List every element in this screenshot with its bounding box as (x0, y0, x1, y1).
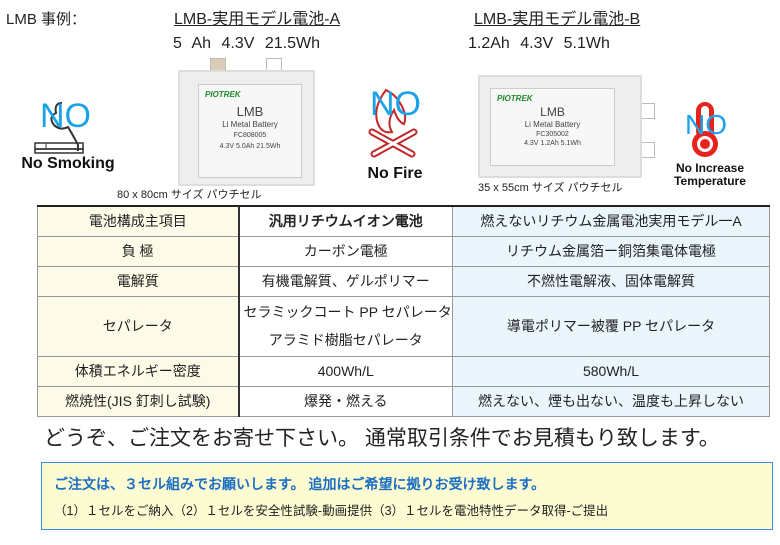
no-smoking-label: No Smoking (21, 155, 115, 172)
table-cell: 400Wh/L (237, 355, 453, 387)
brand-logo: PIOTREK (497, 94, 533, 103)
table-cell: 爆発・燃える (237, 385, 453, 417)
thermometer-icon (692, 102, 718, 157)
cell-b-spec: 1.2Ah 4.3V 5.1Wh (468, 35, 610, 52)
table-cell: 導電ポリマー被覆 PP セパレータ (452, 295, 770, 357)
table-cell: 有機電解質、ゲルポリマー (237, 265, 453, 297)
note-items: （1）１セルをご納入（2）１セルを安全性試験-動画提供（3）１セルを電池特性デー… (54, 504, 609, 518)
cell-sub: Li Metal Battery (222, 120, 278, 130)
table-row: 電池構成主項目汎用リチウムイオン電池燃えないリチウム金属電池実用モデル一A (37, 205, 770, 237)
cell-name: LMB (540, 105, 565, 120)
cell-a-spec: 5 Ah 4.3V 21.5Wh (173, 35, 320, 52)
table-row: 電解質有機電解質、ゲルポリマー不燃性電解液、固体電解質 (37, 265, 770, 297)
table-cell: 580Wh/L (452, 355, 770, 387)
table-cell: リチウム金属箔ー銅箔集電体電極 (452, 235, 770, 267)
cell-name: LMB (236, 104, 264, 120)
cell-code: FC808005 (233, 132, 267, 140)
cell-code: FC305002 (536, 131, 569, 139)
smoke-cigarette-icon (34, 102, 84, 154)
table-cell: セパレータ (37, 295, 239, 357)
cell-b-title: LMB-実用モデル電池-B (474, 11, 641, 28)
cell-b-caption: 35 x 55cm サイズ パウチセル (478, 182, 623, 194)
table-cell: 体積エネルギー密度 (37, 355, 239, 387)
cell-a-title: LMB-実用モデル電池-A (174, 11, 341, 28)
table-cell: 電池構成主項目 (37, 205, 239, 237)
no-overlay: NO (685, 109, 727, 140)
table-row: 燃焼性(JIS 釘刺し試験)爆発・燃える燃えない、煙も出ない、温度も上昇しない (37, 385, 770, 417)
section-label: LMB 事例： (6, 11, 87, 28)
table-row: セパレータセラミックコート PP セパレータアラミド樹脂セパレータ導電ポリマー被… (37, 295, 770, 357)
no-overlay: NO (370, 85, 421, 123)
cell-a-caption: 80 x 80cm サイズ パウチセル (117, 189, 262, 201)
no-overlay: NO (40, 97, 91, 135)
fire-icon (368, 88, 418, 158)
no-fire-label: No Fire (367, 165, 423, 182)
separator-line1: セラミックコート PP セパレータ (243, 304, 452, 320)
no-temperature-label: No Increase Temperature (674, 161, 746, 189)
table-cell: 負 極 (37, 235, 239, 267)
table-cell: セラミックコート PP セパレータアラミド樹脂セパレータ (237, 295, 453, 357)
table-row: 負 極カーボン電極リチウム金属箔ー銅箔集電体電極 (37, 235, 770, 267)
cell-sub: Li Metal Battery (524, 119, 581, 129)
table-cell: カーボン電極 (237, 235, 453, 267)
order-note-box: ご注文は、３セル組みでお願いします。 追加はご希望に拠りお受け致します。 （1）… (41, 462, 773, 530)
note-title: ご注文は、３セル組みでお願いします。 追加はご希望に拠りお受け致します。 (54, 476, 546, 492)
order-message: どうぞ、ご注文をお寄せ下さい。 通常取引条件でお見積もり致します。 (44, 427, 720, 450)
cell-rating: 4.3V 1.2Ah 5.1Wh (524, 140, 581, 148)
cell-rating: 4.3V 5.0Ah 21.5Wh (219, 143, 281, 151)
table-cell: 燃えないリチウム金属電池実用モデル一A (452, 205, 770, 237)
separator-line2: アラミド樹脂セパレータ (268, 332, 423, 348)
table-cell: 汎用リチウムイオン電池 (237, 205, 453, 237)
table-cell: 不燃性電解液、固体電解質 (452, 265, 770, 297)
comparison-table: 電池構成主項目汎用リチウムイオン電池燃えないリチウム金属電池実用モデル一A 負 … (37, 205, 770, 417)
table-cell: 燃焼性(JIS 釘刺し試験) (37, 385, 239, 417)
table-cell: 燃えない、煙も出ない、温度も上昇しない (452, 385, 770, 417)
brand-logo: PIOTREK (205, 90, 241, 99)
table-cell: 電解質 (37, 265, 239, 297)
